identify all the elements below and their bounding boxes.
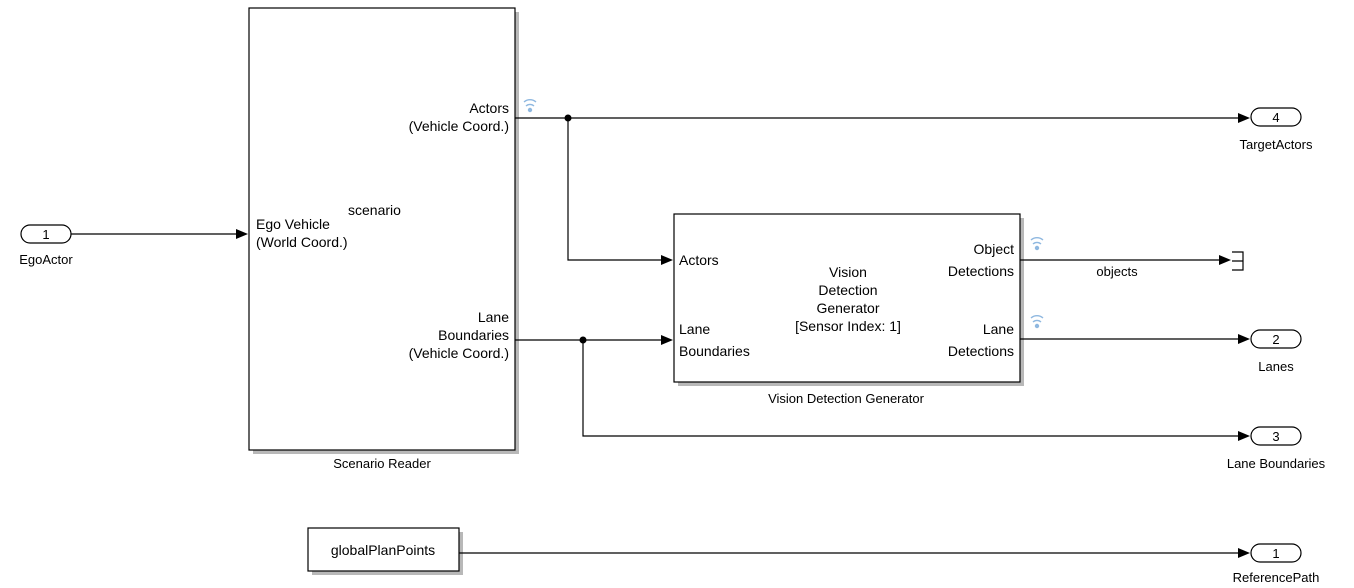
signal-logging-icon[interactable] (1030, 237, 1044, 251)
object-detections-out-label-2: Detections (948, 263, 1014, 279)
signal-name-objects: objects (1096, 264, 1138, 279)
terminator-block[interactable] (1232, 251, 1244, 271)
lane-out-port-label-2: Boundaries (438, 327, 509, 343)
signal-line[interactable] (71, 229, 248, 239)
outport-label: TargetActors (1240, 137, 1313, 152)
outport-label: Lane Boundaries (1227, 456, 1326, 471)
outport-label: ReferencePath (1233, 570, 1320, 585)
vision-block-name: Vision Detection Generator (768, 391, 925, 406)
vision-detection-generator-block[interactable]: Actors Lane Boundaries Vision Detection … (673, 213, 1024, 386)
signal-line-objects[interactable] (1020, 255, 1231, 265)
signal-line[interactable] (459, 548, 1250, 558)
vision-lanes-in-label: Lane (679, 321, 710, 337)
actors-out-port-label: Actors (469, 100, 509, 116)
signal-line[interactable] (1020, 334, 1250, 344)
outport-label: Lanes (1258, 359, 1294, 374)
outport-number: 1 (1272, 546, 1279, 561)
signal-line[interactable] (515, 335, 1250, 441)
lane-out-port-label: Lane (478, 309, 509, 325)
vision-center-line-4: [Sensor Index: 1] (795, 318, 901, 334)
constant-block-label: globalPlanPoints (331, 542, 435, 558)
vision-center-line-3: Generator (816, 300, 879, 316)
signal-logging-icon[interactable] (523, 99, 537, 113)
scenario-reader-block[interactable]: scenario Ego Vehicle (World Coord.) Acto… (248, 7, 519, 454)
lane-out-port-label-3: (Vehicle Coord.) (409, 345, 509, 361)
lane-detections-out-label: Lane (983, 321, 1014, 337)
vision-center-line-1: Vision (829, 264, 867, 280)
scenario-reader-center-label: scenario (348, 202, 401, 218)
outport-target-actors[interactable]: 4 (1250, 107, 1302, 127)
scenario-reader-name: Scenario Reader (333, 456, 431, 471)
signal-line[interactable] (515, 113, 1250, 265)
object-detections-out-label: Object (974, 241, 1015, 257)
vision-actors-in-label: Actors (679, 252, 719, 268)
ego-vehicle-port-sublabel: (World Coord.) (256, 234, 348, 250)
inport-label: EgoActor (19, 252, 73, 267)
outport-reference-path[interactable]: 1 (1250, 543, 1302, 563)
actors-out-port-sublabel: (Vehicle Coord.) (409, 118, 509, 134)
outport-number: 2 (1272, 332, 1279, 347)
inport-ego-actor[interactable]: 1 (20, 224, 72, 244)
vision-center-line-2: Detection (818, 282, 877, 298)
global-plan-points-block[interactable]: globalPlanPoints (307, 527, 463, 575)
outport-lane-boundaries[interactable]: 3 (1250, 426, 1302, 446)
ego-vehicle-port-label: Ego Vehicle (256, 216, 330, 232)
lane-detections-out-label-2: Detections (948, 343, 1014, 359)
signal-logging-icon[interactable] (1030, 315, 1044, 329)
outport-number: 4 (1272, 110, 1279, 125)
outport-number: 3 (1272, 429, 1279, 444)
vision-lanes-in-label-2: Boundaries (679, 343, 750, 359)
outport-lanes[interactable]: 2 (1250, 329, 1302, 349)
inport-number: 1 (42, 227, 49, 242)
